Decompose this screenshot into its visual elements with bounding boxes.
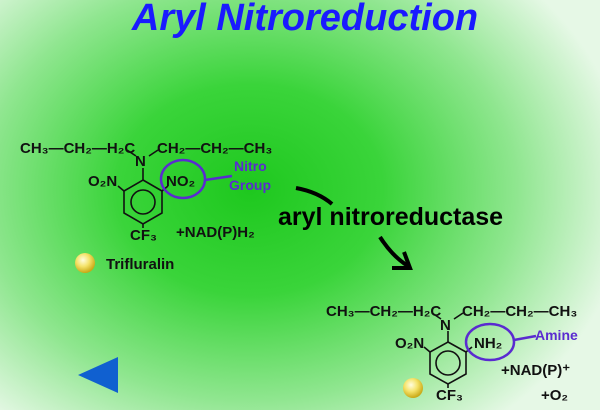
- product-molecule: CH₃—CH₂—H₂C N CH₂—CH₂—CH₃ O₂N NH₂ CF₃ +N…: [326, 303, 578, 404]
- reactant-o2n: O₂N: [88, 173, 117, 190]
- product-nh2: NH₂: [474, 335, 502, 352]
- bullet-icon: [75, 253, 95, 273]
- reactant-sub-bonds: [117, 185, 169, 228]
- nitro-pointer-line: [204, 174, 233, 182]
- reactant-no2: NO₂: [166, 173, 195, 190]
- reactant-chain-right: CH₂—CH₂—CH₃: [157, 140, 272, 157]
- product-chain-right: CH₂—CH₂—CH₃: [462, 303, 577, 320]
- amine-highlight-circle: [464, 322, 516, 362]
- reaction-arrow-head: [378, 235, 413, 270]
- product-cofactor: +NAD(P)⁺: [501, 362, 570, 379]
- product-chain-left: CH₃—CH₂—H₂C: [326, 303, 441, 320]
- product-oxygen: +O₂: [541, 387, 568, 404]
- product-o2n: O₂N: [395, 335, 424, 352]
- back-arrow-icon[interactable]: [78, 357, 118, 393]
- product-n-bonds: [431, 312, 464, 342]
- product-nitrogen: N: [440, 317, 451, 334]
- reactant-nitrogen: N: [135, 153, 146, 170]
- reactant-molecule: CH₃—CH₂—H₂C N CH₂—CH₂—CH₃ O₂N NO₂ CF₃ +N…: [20, 140, 272, 244]
- product-aromatic-circle: [435, 350, 461, 376]
- nitro-label-line1: Nitro: [234, 158, 267, 174]
- reactant-name: Trifluralin: [106, 256, 174, 273]
- nitro-label-line2: Group: [229, 177, 271, 193]
- product-cf3: CF₃: [436, 387, 463, 404]
- bullet-icon: [403, 378, 423, 398]
- reaction-arrow-tail: [295, 186, 334, 206]
- reactant-aromatic-circle: [130, 189, 156, 215]
- reactant-cf3: CF₃: [130, 227, 157, 244]
- amine-pointer-line: [513, 334, 537, 342]
- enzyme-label: aryl nitroreductase: [278, 203, 503, 231]
- reactant-benzene-ring: [123, 179, 163, 225]
- slide-title: Aryl Nitroreduction: [131, 0, 478, 39]
- reactant-n-bonds: [126, 149, 159, 180]
- reactant-chain-left: CH₃—CH₂—H₂C: [20, 140, 135, 157]
- reactant-cofactor: +NAD(P)H₂: [176, 224, 255, 241]
- product-sub-bonds: [423, 346, 473, 388]
- amine-label: Amine: [535, 327, 578, 343]
